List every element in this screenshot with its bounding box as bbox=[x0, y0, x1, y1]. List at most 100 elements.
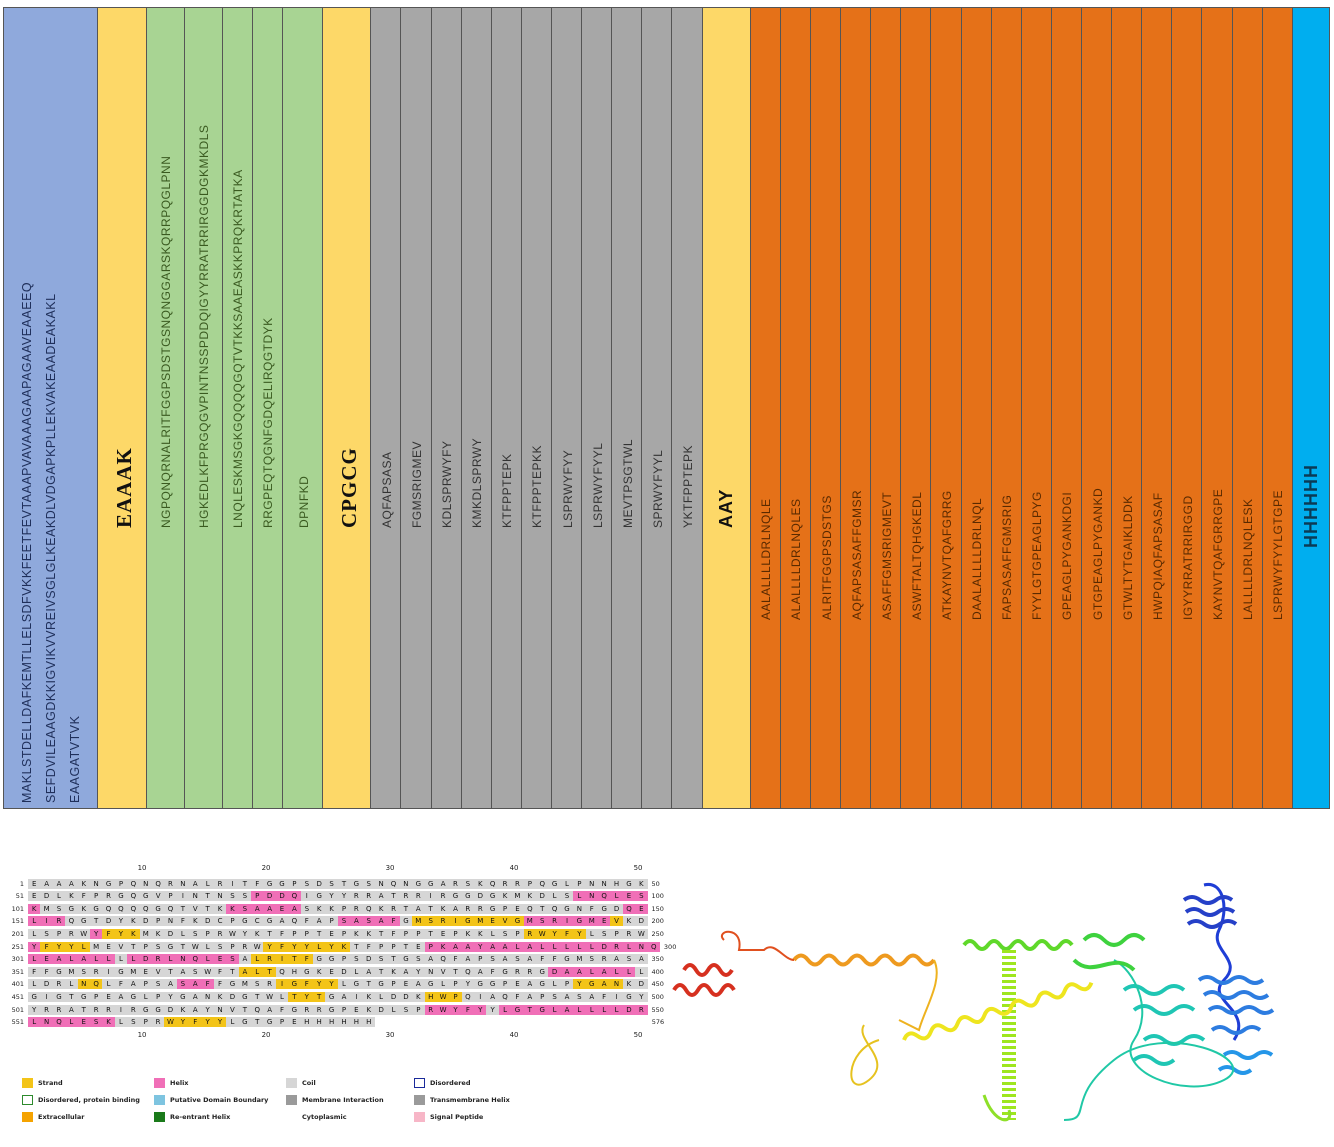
segment-sequence-label: ALRITFGGPSDSTGS bbox=[819, 495, 834, 620]
residue: P bbox=[573, 878, 586, 889]
residue: Y bbox=[573, 928, 586, 939]
residue: S bbox=[585, 954, 598, 965]
ribbon-n-terminal-helices bbox=[1182, 883, 1275, 1075]
residue: K bbox=[213, 991, 227, 1002]
residue: I bbox=[40, 991, 53, 1002]
segment-sequence-label: HWPQIAQFAPSASAF bbox=[1150, 492, 1165, 620]
residue: D bbox=[399, 991, 413, 1002]
residue: E bbox=[436, 928, 450, 939]
residue: S bbox=[597, 928, 611, 939]
segment-sequence-label: AQFAPSASA bbox=[379, 451, 394, 528]
residue: E bbox=[399, 979, 413, 990]
residue: G bbox=[151, 903, 165, 914]
residue: K bbox=[362, 991, 375, 1002]
residue: S bbox=[251, 979, 264, 990]
legend-swatch bbox=[286, 1095, 297, 1105]
residue: A bbox=[412, 903, 425, 914]
residue: K bbox=[312, 903, 326, 914]
residue: S bbox=[325, 878, 338, 889]
residue: M bbox=[139, 928, 152, 939]
residue: Y bbox=[213, 1017, 227, 1028]
residue: D bbox=[164, 1004, 177, 1015]
residue: G bbox=[325, 991, 338, 1002]
residue: Y bbox=[114, 916, 128, 927]
construct-segment: IGYYRRATRRIRGGD bbox=[1172, 8, 1203, 808]
ribbon-orange-helix bbox=[792, 953, 938, 1032]
residue: F bbox=[300, 954, 313, 965]
residue: W bbox=[251, 941, 264, 952]
residue: E bbox=[597, 916, 611, 927]
residue: K bbox=[77, 903, 90, 914]
row-start-number: 101 bbox=[11, 904, 24, 913]
legend-item: Strand bbox=[22, 1078, 63, 1088]
residue: F bbox=[114, 979, 128, 990]
residue: S bbox=[226, 891, 239, 902]
residue: S bbox=[399, 1004, 413, 1015]
residue: G bbox=[350, 878, 363, 889]
residue: S bbox=[424, 916, 437, 927]
residue: D bbox=[263, 891, 276, 902]
residue: Y bbox=[263, 941, 276, 952]
residue: Y bbox=[548, 928, 561, 939]
residue: Y bbox=[474, 1004, 487, 1015]
residue: N bbox=[610, 979, 623, 990]
legend-item: Disordered bbox=[414, 1078, 471, 1088]
residue: N bbox=[597, 878, 611, 889]
protein-3d-structure bbox=[672, 883, 1275, 1122]
residue: R bbox=[40, 1004, 53, 1015]
residue: P bbox=[201, 928, 214, 939]
residue: F bbox=[560, 928, 574, 939]
residue: L bbox=[337, 979, 351, 990]
row-end-number: 200 bbox=[651, 917, 664, 926]
segment-sequence-label: KDLSPRWYFY bbox=[440, 440, 455, 528]
construct-segment: KMKDLSPRWY bbox=[461, 8, 492, 808]
residue: I bbox=[610, 991, 623, 1002]
construct-segment: MEVTPSGTWL bbox=[612, 8, 643, 808]
residue: T bbox=[337, 878, 351, 889]
segment-sequence-label: YKTFPPTEPK bbox=[681, 444, 695, 528]
position-tick: 50 bbox=[633, 864, 643, 872]
residue: P bbox=[449, 979, 462, 990]
row-end-number: 250 bbox=[651, 929, 664, 938]
residue: F bbox=[597, 991, 611, 1002]
residue: Y bbox=[114, 928, 128, 939]
row-end-number: 150 bbox=[651, 904, 664, 913]
residue: N bbox=[176, 954, 190, 965]
segment-sequence-label: GTWLTYTGAIKLDDK bbox=[1120, 495, 1135, 620]
residue: T bbox=[312, 991, 326, 1002]
residue: P bbox=[412, 1004, 425, 1015]
residue: A bbox=[486, 991, 499, 1002]
residue: G bbox=[486, 903, 499, 914]
residue: A bbox=[585, 991, 598, 1002]
residue: Q bbox=[461, 966, 475, 977]
residue: Y bbox=[337, 891, 351, 902]
residue: H bbox=[312, 1017, 326, 1028]
residue: D bbox=[536, 891, 549, 902]
construct-segment: NGPQNQRNALRITFGGPSDSTGSNQNGGARSKQRRPQGLP… bbox=[146, 8, 185, 808]
legend-label: Disordered bbox=[430, 1079, 471, 1087]
residue: Q bbox=[65, 916, 78, 927]
segment-sequence-label: FGMSRIGMEV bbox=[410, 440, 425, 528]
residue: G bbox=[424, 979, 437, 990]
residue: R bbox=[362, 891, 375, 902]
row-end-number: 400 bbox=[651, 967, 664, 976]
legend-swatch bbox=[22, 1095, 33, 1105]
residue: D bbox=[635, 916, 648, 927]
residue: G bbox=[486, 979, 499, 990]
residue: G bbox=[536, 966, 549, 977]
residue: A bbox=[374, 891, 388, 902]
residue: Y bbox=[65, 941, 78, 952]
residue: M bbox=[573, 954, 586, 965]
residue: G bbox=[238, 916, 252, 927]
legend-item: Putative Domain Boundary bbox=[154, 1095, 268, 1105]
residue: L bbox=[28, 1017, 41, 1028]
residue: G bbox=[114, 891, 128, 902]
residue: W bbox=[536, 928, 549, 939]
residue: A bbox=[436, 878, 450, 889]
residue: K bbox=[226, 903, 239, 914]
residue: F bbox=[213, 979, 227, 990]
residue: A bbox=[189, 979, 202, 990]
